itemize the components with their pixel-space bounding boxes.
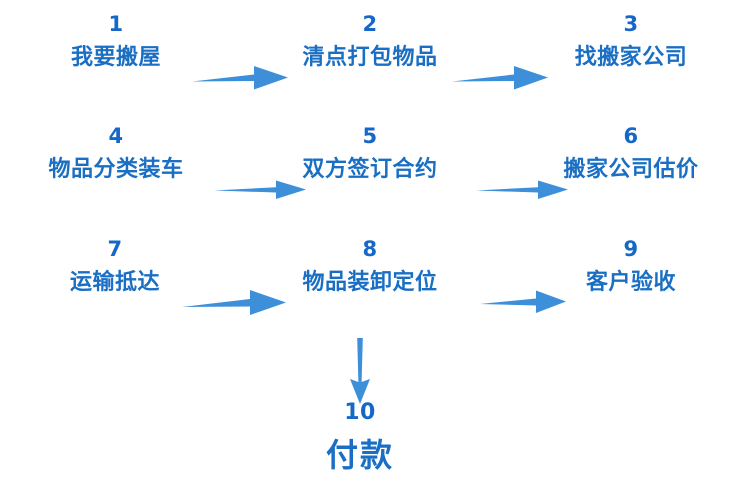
step-number: 7 (107, 237, 123, 261)
arrow-step-2-to-3-icon (452, 66, 548, 90)
step-8[interactable]: 8 物品装卸定位 (272, 239, 468, 294)
step-7[interactable]: 7 运输抵达 (12, 239, 218, 294)
flow-row-2: 4 物品分类装车 5 双方签订合约 6 搬家公司估价 (0, 126, 750, 236)
step-6[interactable]: 6 搬家公司估价 (528, 126, 734, 181)
step-number: 1 (108, 12, 124, 36)
step-number: 9 (623, 237, 639, 261)
step-label: 物品装卸定位 (302, 270, 438, 295)
step-9[interactable]: 9 客户验收 (528, 239, 734, 294)
step-number: 5 (362, 124, 378, 148)
step-number: 2 (362, 12, 378, 36)
step-3[interactable]: 3 找搬家公司 (528, 14, 734, 69)
step-label: 付款 (325, 436, 394, 474)
arrow-step-1-to-2-icon (192, 66, 288, 90)
step-label: 物品分类装车 (48, 157, 184, 182)
arrow-step-5-to-6-icon (476, 180, 568, 199)
step-label: 运输抵达 (69, 270, 160, 295)
step-label: 双方签订合约 (302, 157, 438, 182)
arrow-step-8-to-10-icon (350, 338, 370, 404)
step-1[interactable]: 1 我要搬屋 (18, 14, 214, 69)
arrow-step-8-to-9-icon (480, 290, 566, 313)
step-label: 客户验收 (585, 270, 676, 295)
step-5[interactable]: 5 双方签订合约 (272, 126, 468, 181)
step-label: 清点打包物品 (302, 45, 438, 70)
step-number: 6 (623, 124, 639, 148)
step-10[interactable]: 10 付款 (255, 400, 465, 474)
step-label: 找搬家公司 (574, 45, 688, 70)
step-number: 3 (623, 12, 639, 36)
step-number: 4 (108, 124, 124, 148)
flow-row-1: 1 我要搬屋 2 清点打包物品 3 找搬家公司 (0, 14, 750, 124)
step-2[interactable]: 2 清点打包物品 (272, 14, 468, 69)
arrow-step-4-to-5-icon (214, 180, 306, 199)
step-number: 8 (362, 237, 378, 261)
step-label: 搬家公司估价 (563, 157, 699, 182)
step-number: 10 (344, 400, 376, 425)
arrow-step-7-to-8-icon (182, 290, 286, 315)
step-4[interactable]: 4 物品分类装车 (18, 126, 214, 181)
step-label: 我要搬屋 (70, 45, 161, 70)
flow-row-3: 7 运输抵达 8 物品装卸定位 9 客户验收 (0, 239, 750, 349)
